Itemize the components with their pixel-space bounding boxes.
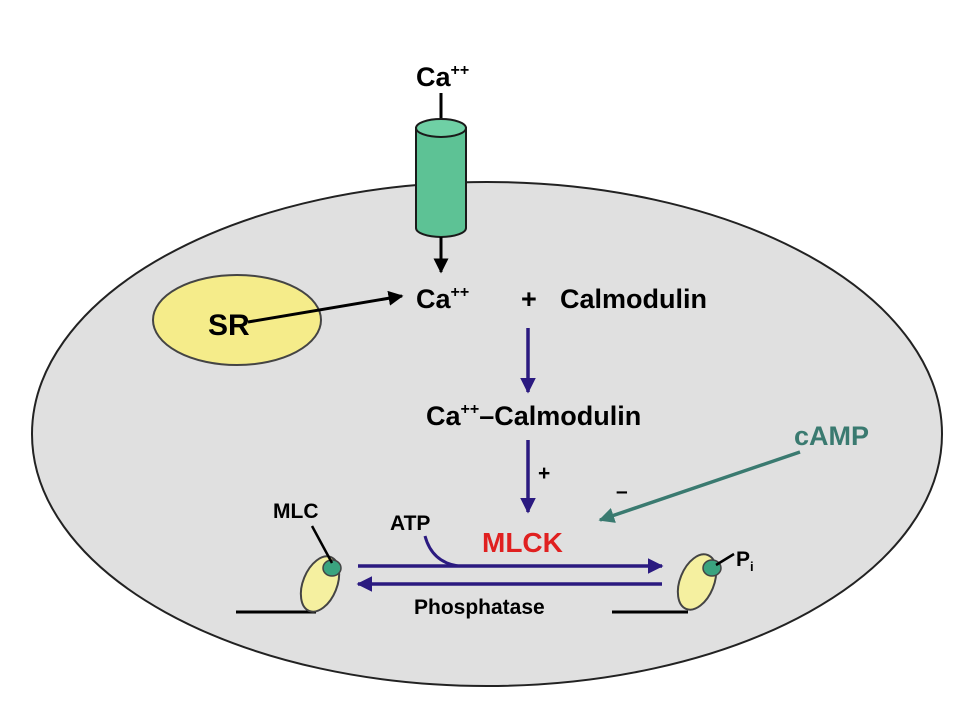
svg-text:Ca++–Calmodulin: Ca++–Calmodulin (426, 401, 641, 431)
svg-text:Ca++: Ca++ (416, 284, 469, 314)
mlc-pointer-line (310, 525, 334, 564)
mlc-label: MLC (273, 500, 319, 523)
mlck-label: MLCK (482, 527, 563, 558)
sarcoplasmic-reticulum (152, 274, 322, 366)
svg-text:Pi: Pi (736, 548, 754, 574)
phosphate-pointer-line (715, 552, 735, 567)
sr-label: SR (208, 309, 250, 342)
phosphatase-label: Phosphatase (414, 596, 545, 619)
activation-sign: + (538, 462, 550, 485)
calcium-calmodulin-complex-label: Ca++–Calmodulin (426, 401, 641, 431)
inorganic-phosphate-label: Pi (736, 548, 754, 574)
calcium-channel (415, 118, 467, 238)
svg-text:Ca++: Ca++ (416, 62, 469, 92)
camp-label: cAMP (794, 421, 869, 451)
extracellular-calcium-label: Ca++ (416, 62, 469, 92)
myosin-head-unphosphorylated (236, 555, 342, 614)
cytosolic-calcium-label: Ca++ (416, 284, 469, 314)
atp-label: ATP (390, 512, 430, 535)
camp-inhibition-arrow (598, 450, 801, 523)
sr-calcium-release-arrow (247, 290, 404, 324)
calmodulin-label: Calmodulin (560, 284, 707, 314)
plus-sign: + (521, 284, 537, 314)
inhibition-sign: – (616, 480, 628, 503)
